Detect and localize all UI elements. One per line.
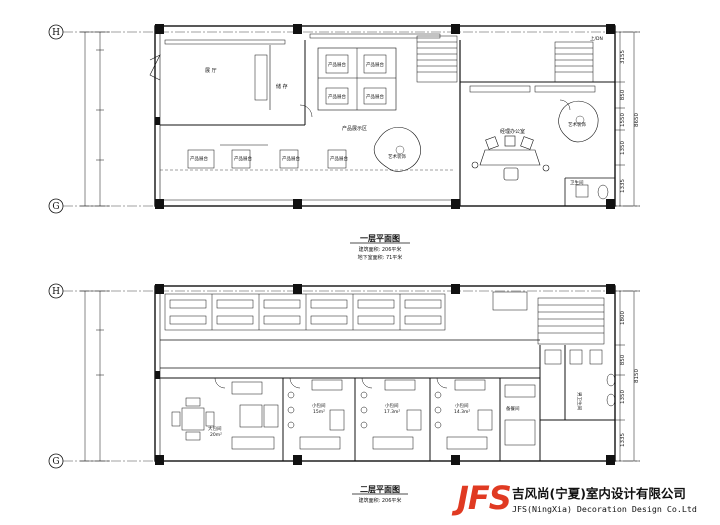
brand-name-en: JFS(NingXia) Decoration Design Co.Ltd bbox=[512, 504, 697, 514]
room-box1: 小包间 bbox=[312, 402, 326, 409]
room-box3: 小包间 bbox=[455, 402, 469, 409]
dim-f1-3: 1550 bbox=[620, 113, 626, 127]
manager-desk bbox=[471, 135, 550, 181]
art-label-1: 艺术装饰 bbox=[388, 153, 406, 160]
fixture-label: 产品展台 bbox=[282, 155, 300, 162]
dim-f2-1: 1800 bbox=[620, 311, 626, 325]
fixture-label: 产品展台 bbox=[366, 93, 384, 100]
floor1-area: 建筑面积: 206平米 bbox=[359, 246, 402, 253]
room-pantry: 备餐间 bbox=[506, 405, 520, 412]
dim-f1-4: 1350 bbox=[620, 141, 626, 155]
stair-floor1 bbox=[416, 35, 594, 83]
brand-logo-mark: JFS bbox=[457, 479, 512, 517]
room-box2-area: 17.3m² bbox=[384, 409, 400, 415]
grid-label-g-2: G bbox=[52, 457, 59, 467]
art-display-1 bbox=[373, 126, 421, 172]
room-wc-f1: 卫生间 bbox=[570, 179, 584, 186]
fixture-label: 产品展台 bbox=[328, 93, 346, 100]
grid-label-g-1: G bbox=[52, 202, 59, 212]
room-toilet: 男卫生间 bbox=[576, 392, 583, 410]
room-box3-area: 14.3m² bbox=[454, 409, 470, 415]
fixture-label: 产品展台 bbox=[190, 155, 208, 162]
grid-label-h-1: H bbox=[52, 28, 60, 38]
room-meeting-area: 20m² bbox=[210, 432, 222, 438]
room-hall: 展 厅 bbox=[205, 68, 217, 74]
floor2-area: 建筑面积: 206平米 bbox=[359, 497, 402, 504]
stair-floor2 bbox=[492, 291, 605, 345]
floor2-title: 二层平面图 bbox=[360, 485, 400, 494]
dim-f2-2: 850 bbox=[620, 354, 626, 365]
booth-row bbox=[164, 293, 446, 331]
art-display-2 bbox=[558, 100, 599, 143]
room-product-area: 产品展示区 bbox=[342, 125, 367, 132]
dim-f1-1: 3155 bbox=[620, 50, 626, 64]
grid-label-h-2: H bbox=[52, 287, 60, 297]
fixture-label: 产品展台 bbox=[366, 61, 384, 68]
fixture-label: 产品展台 bbox=[330, 155, 348, 162]
dim-f1-total: 8650 bbox=[634, 113, 640, 127]
art-label-2: 艺术装饰 bbox=[568, 121, 586, 128]
fixture-label: 产品展台 bbox=[328, 61, 346, 68]
room-meeting: 大包间 bbox=[208, 425, 222, 432]
dim-f1-5: 1335 bbox=[620, 179, 626, 193]
brand-name-cn: 吉风尚(宁夏)室内设计有限公司 bbox=[512, 486, 686, 501]
room-storage: 储 存 bbox=[276, 83, 288, 90]
meeting-table bbox=[171, 381, 279, 450]
fixture-label: 产品展台 bbox=[234, 155, 252, 162]
floor1-outline bbox=[154, 25, 616, 207]
dim-f1-2: 850 bbox=[620, 89, 626, 100]
room-box1-area: 15m² bbox=[313, 409, 325, 415]
stair-note: 上/DN bbox=[590, 35, 603, 42]
floor1-basement: 地下室面积: 71平米 bbox=[358, 254, 403, 261]
dim-f2-total: 8150 bbox=[634, 369, 640, 383]
room-box2: 小包间 bbox=[385, 402, 399, 409]
room-manager-office: 经理办公室 bbox=[500, 128, 525, 135]
floor1-title: 一层平面图 bbox=[360, 234, 400, 243]
dim-f2-4: 1335 bbox=[620, 433, 626, 447]
dim-f2-3: 1350 bbox=[620, 390, 626, 404]
